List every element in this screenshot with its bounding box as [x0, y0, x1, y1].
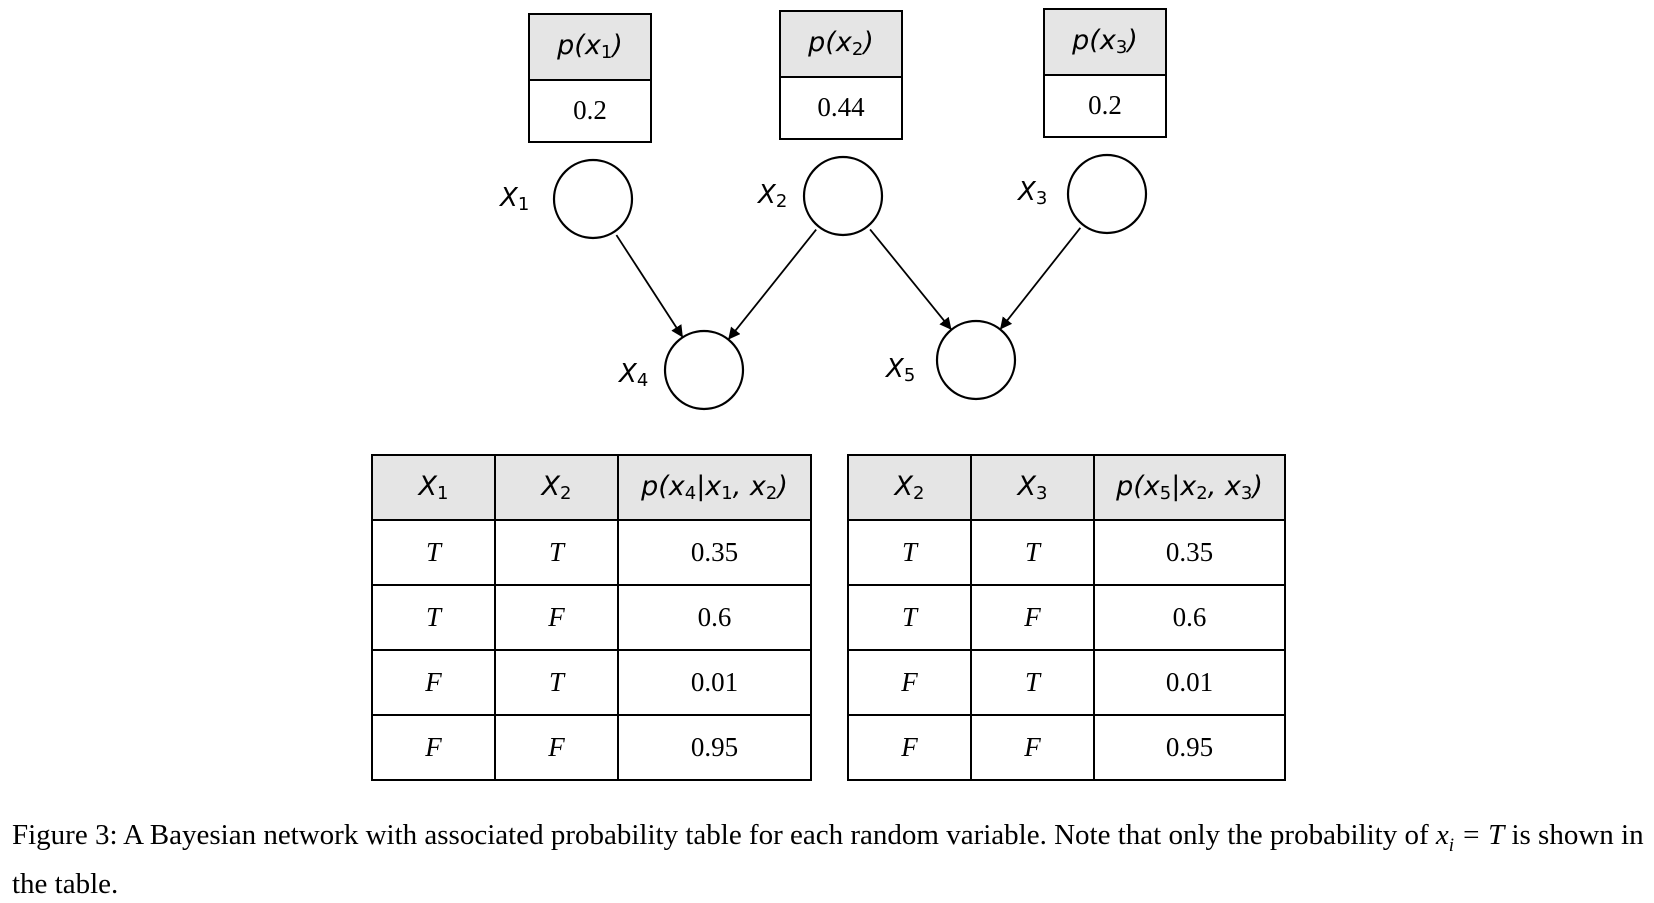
cpt-x4-header-col2: X2: [494, 454, 619, 521]
edge-x1-to-x4: [615, 234, 683, 338]
edge-x3-to-x5: [1000, 227, 1082, 330]
prior-table-x3: p(x3) 0.2: [1043, 8, 1167, 139]
figure-caption: Figure 3: A Bayesian network with associ…: [12, 819, 1644, 900]
node-x5: [935, 319, 1017, 401]
prior-value-x2: 0.44: [779, 75, 903, 141]
prior-table-x2: p(x2) 0.44: [779, 10, 903, 141]
node-x4: [663, 329, 745, 411]
node-x2: [802, 155, 884, 237]
node-label-x5: X5: [886, 354, 916, 386]
edge-x2-to-x5: [869, 228, 952, 330]
prior-header-x3: p(x3): [1043, 8, 1167, 76]
cpt-x5-header-prob: p(x5|x2, x3): [1093, 454, 1286, 521]
node-label-x4: X4: [619, 359, 649, 391]
cpt-x5-header-col2: X3: [970, 454, 1095, 521]
cpt-x4-header-prob: p(x4|x1, x2): [617, 454, 812, 521]
node-label-x2: X2: [758, 180, 788, 212]
node-x3: [1066, 153, 1148, 235]
node-x1: [552, 158, 634, 240]
prior-table-x1: p(x1) 0.2: [528, 13, 652, 144]
edge-x2-to-x4: [728, 229, 817, 340]
cpt-x5-header-col1: X2: [847, 454, 972, 521]
prior-value-x3: 0.2: [1043, 73, 1167, 139]
prior-value-x1: 0.2: [528, 78, 652, 144]
prior-header-x1: p(x1): [528, 13, 652, 81]
node-label-x3: X3: [1018, 177, 1048, 209]
node-label-x1: X1: [500, 183, 530, 215]
cpt-x4-header-col1: X1: [371, 454, 496, 521]
prior-header-x2: p(x2): [779, 10, 903, 78]
